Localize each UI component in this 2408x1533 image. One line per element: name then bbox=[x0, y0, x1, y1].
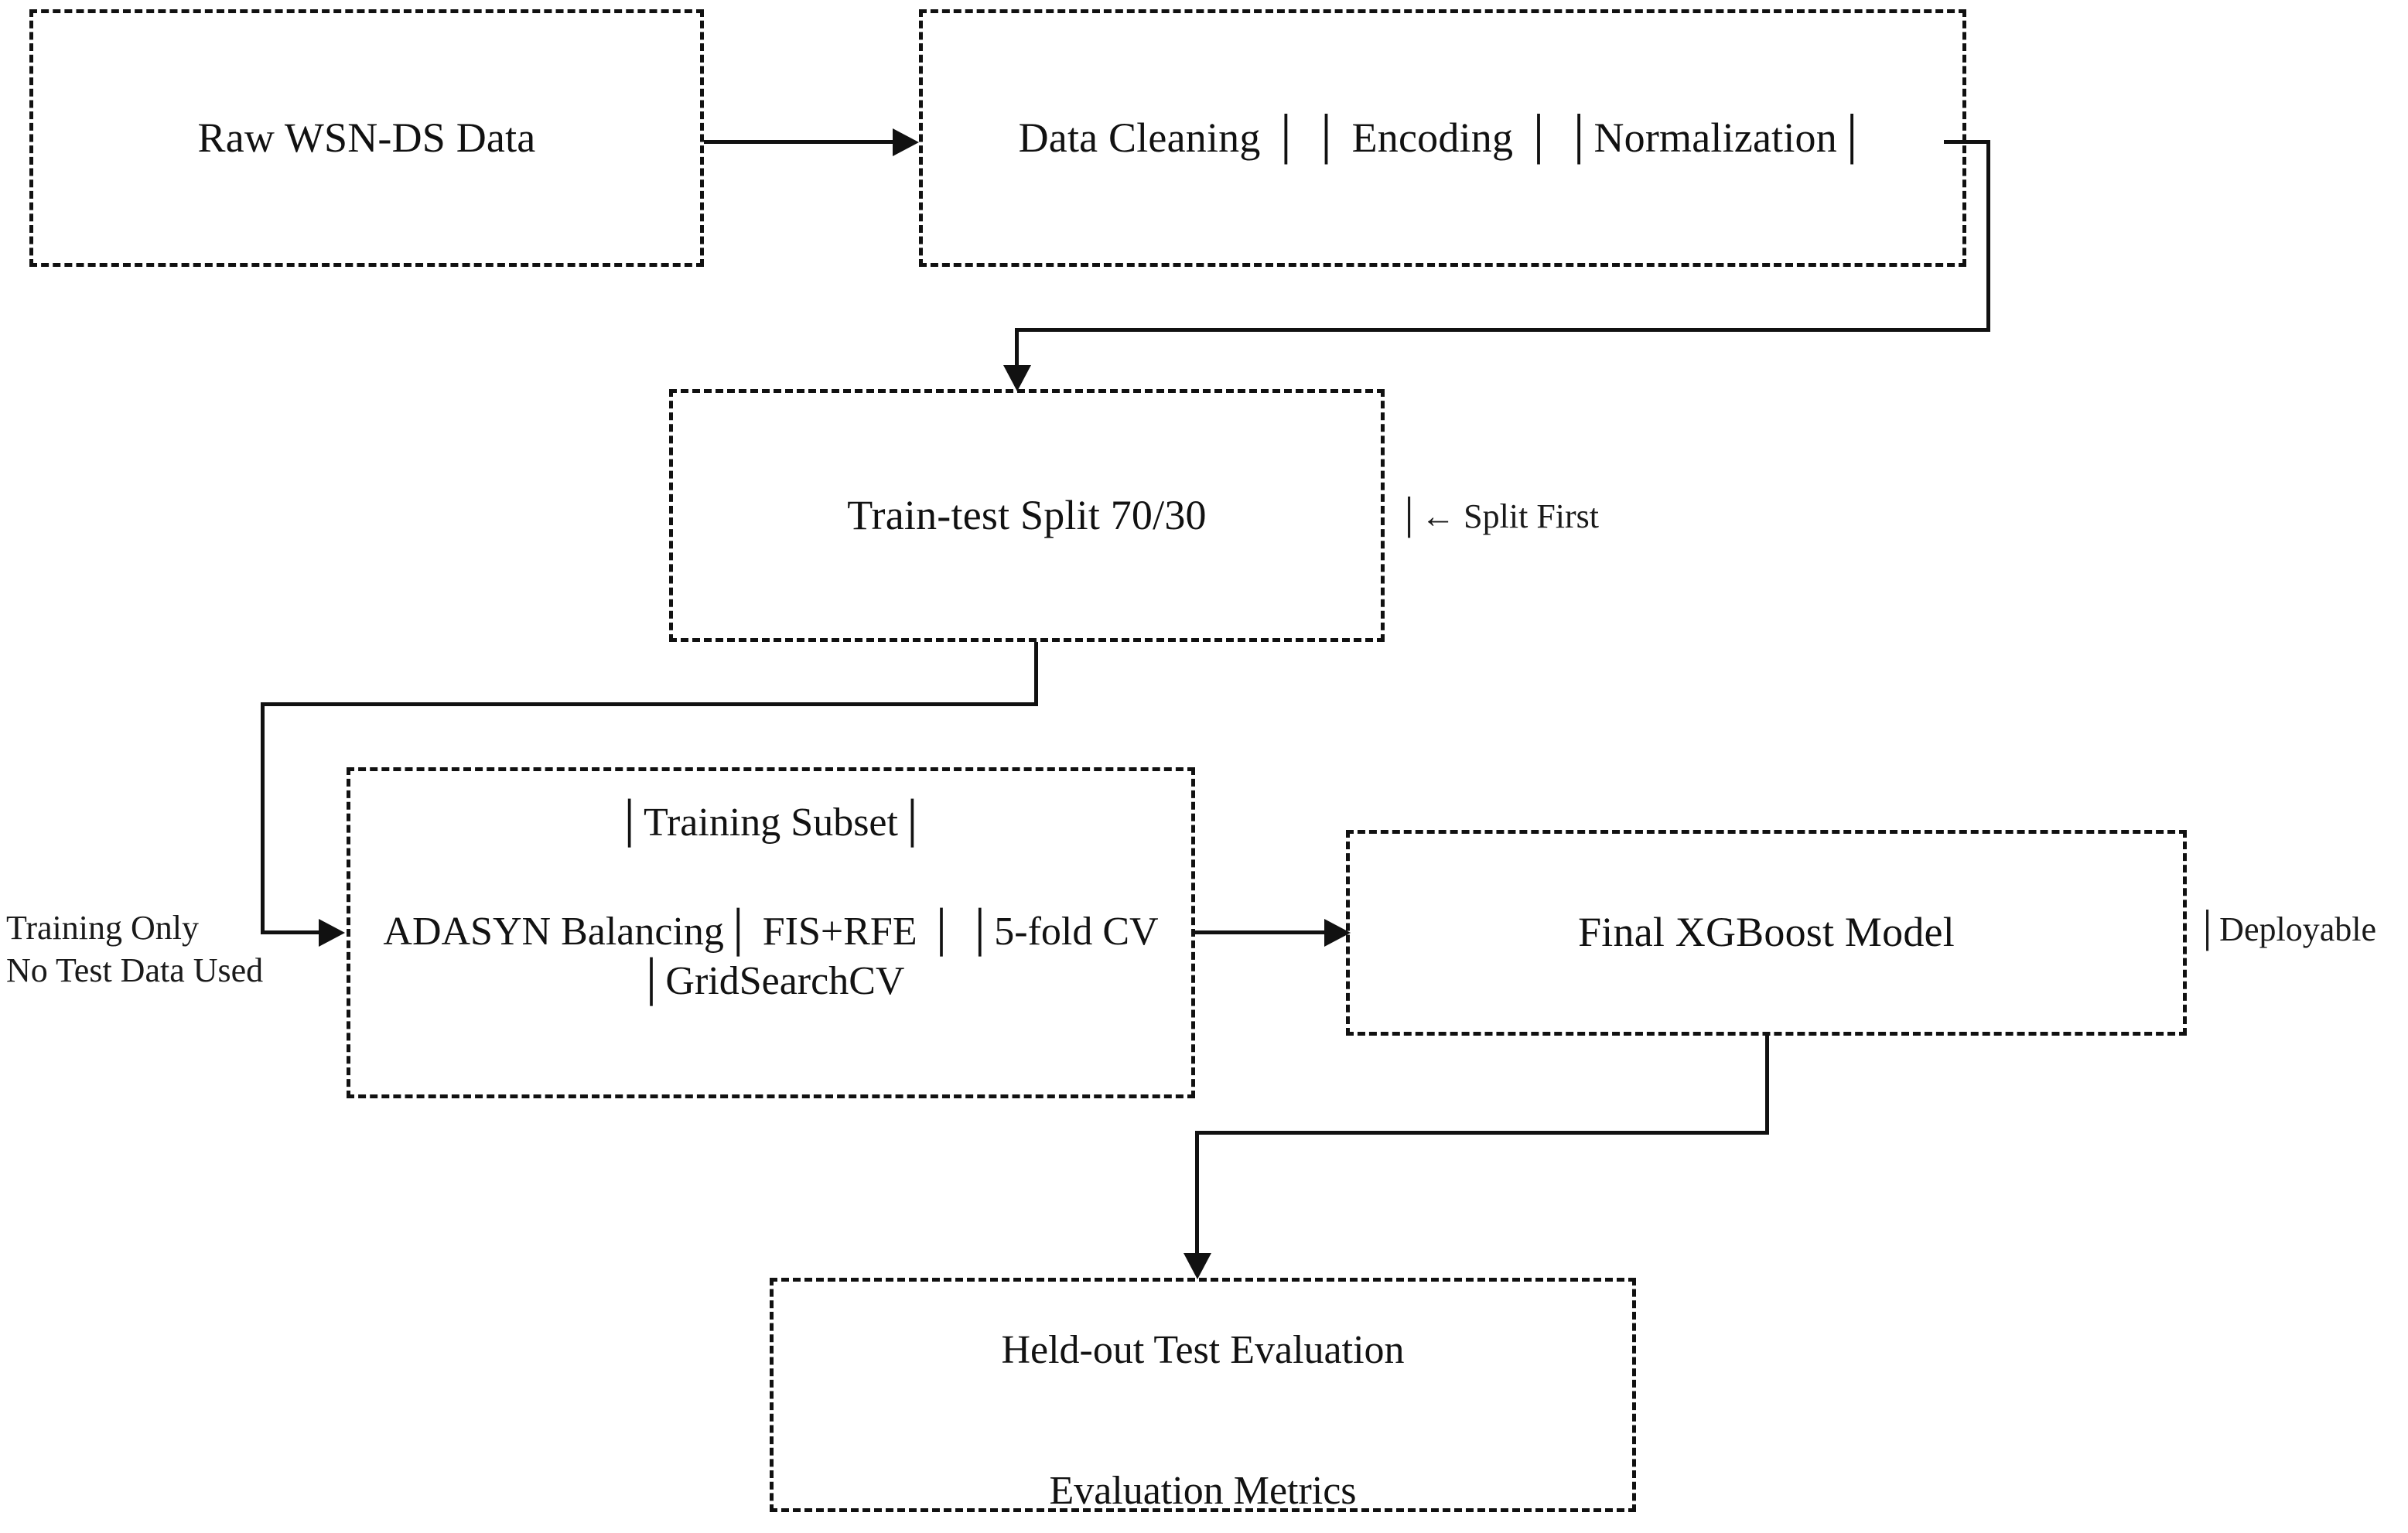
node-preprocessing-label: Data Cleaning │ │ Encoding │ │Normalizat… bbox=[1018, 114, 1867, 161]
node-training-subset-header: │Training Subset│ bbox=[615, 801, 927, 845]
node-final-xgboost-model[interactable]: Final XGBoost Model bbox=[1346, 830, 2187, 1036]
node-held-out-title: Held-out Test Evaluation bbox=[1001, 1328, 1405, 1372]
edge-raw-to-preprocessing-arrowhead bbox=[893, 128, 919, 156]
edge-training-to-model-line bbox=[1195, 930, 1327, 934]
edge-split-to-training-seg3 bbox=[261, 702, 265, 932]
edge-preprocessing-to-split-seg3 bbox=[1015, 328, 1990, 332]
edge-model-to-heldout-seg3 bbox=[1195, 1131, 1199, 1256]
edge-split-to-training-seg2 bbox=[261, 702, 1038, 706]
edge-split-to-training-seg1 bbox=[1034, 642, 1038, 705]
edge-split-to-training-seg4 bbox=[261, 930, 320, 934]
node-evaluation-metrics-label: Evaluation Metrics bbox=[1049, 1469, 1357, 1514]
edge-training-to-model-arrowhead bbox=[1324, 919, 1351, 947]
edge-preprocessing-to-split-seg4 bbox=[1015, 328, 1019, 368]
annotation-deployable: │Deployable bbox=[2195, 910, 2376, 948]
node-held-out-evaluation[interactable]: Held-out Test Evaluation Evaluation Metr… bbox=[770, 1278, 1636, 1514]
edge-model-to-heldout-seg1 bbox=[1765, 1036, 1769, 1135]
node-raw-data[interactable]: Raw WSN-DS Data bbox=[29, 9, 704, 267]
node-train-test-split[interactable]: Train-test Split 70/30 bbox=[669, 389, 1385, 642]
annotation-split-first: │← Split First bbox=[1397, 497, 1600, 535]
edge-preprocessing-to-split-seg2 bbox=[1986, 140, 1990, 331]
edge-raw-to-preprocessing-line bbox=[704, 140, 894, 144]
edge-split-to-training-arrowhead bbox=[319, 919, 345, 947]
node-final-xgboost-model-label: Final XGBoost Model bbox=[1578, 909, 1955, 956]
node-raw-data-label: Raw WSN-DS Data bbox=[197, 114, 536, 161]
node-training-subset-body: ADASYN Balancing│ FIS+RFE │ │5-fold CV │… bbox=[383, 910, 1159, 1003]
edge-model-to-heldout-seg2 bbox=[1195, 1131, 1769, 1135]
edge-preprocessing-to-split-seg1 bbox=[1944, 140, 1990, 144]
node-training-subset[interactable]: │Training Subset│ ADASYN Balancing│ FIS+… bbox=[347, 767, 1195, 1098]
annotation-training-only: Training Only No Test Data Used bbox=[6, 909, 264, 989]
node-preprocessing[interactable]: Data Cleaning │ │ Encoding │ │Normalizat… bbox=[919, 9, 1966, 267]
edge-model-to-heldout-arrowhead bbox=[1184, 1253, 1211, 1279]
node-train-test-split-label: Train-test Split 70/30 bbox=[847, 491, 1207, 538]
edge-preprocessing-to-split-arrowhead bbox=[1003, 365, 1031, 391]
